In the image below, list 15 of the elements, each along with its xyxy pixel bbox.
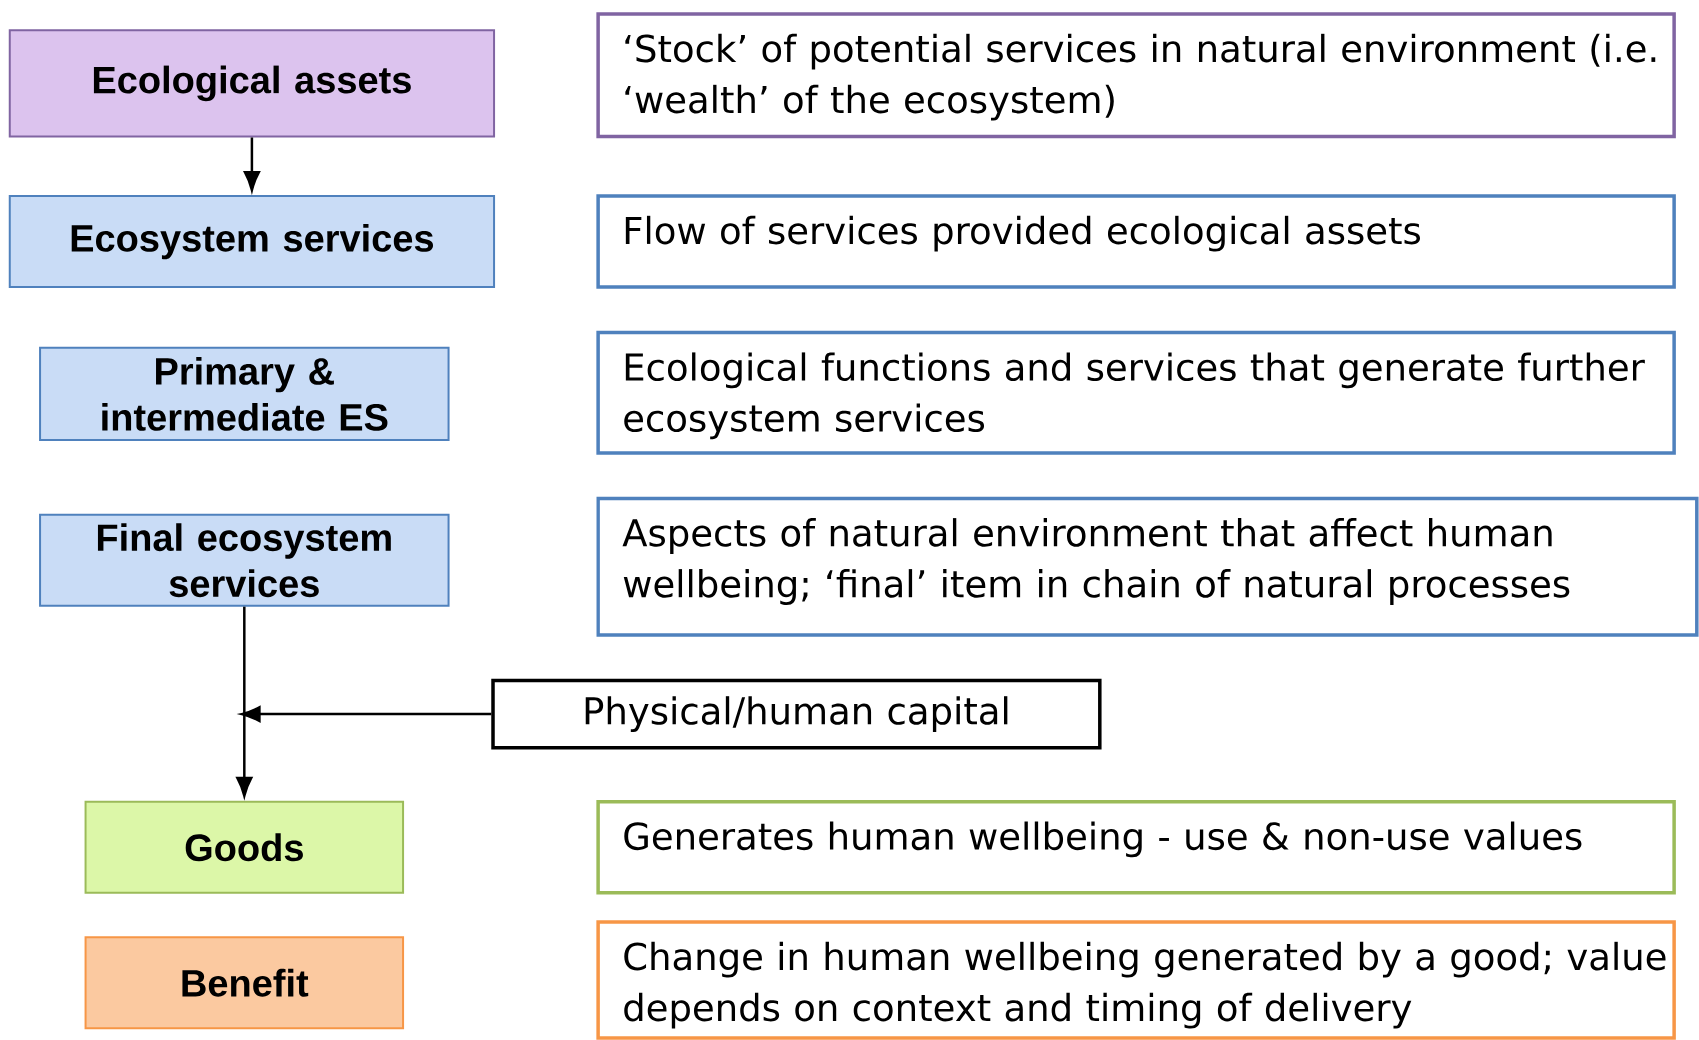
concept-box: Primary & intermediate ES <box>39 346 450 441</box>
description-box: ‘Stock’ of potential services in natural environment (i.e. ‘wealth’ of the ecosystem) <box>596 12 1676 139</box>
arrow <box>240 706 492 723</box>
description-box: Aspects of natural environment that affect human wellbeing; ‘final’ item in chain of natural processes <box>596 496 1699 637</box>
description-box: Change in human wellbeing generated by a good; value depends on context and timing of delivery <box>596 920 1676 1040</box>
arrow <box>243 137 260 192</box>
concept-box: Ecological assets <box>8 29 496 138</box>
input-box: Physical/human capital <box>491 678 1102 750</box>
concept-box: Benefit <box>84 936 405 1030</box>
concept-box: Final ecosystem services <box>39 513 450 607</box>
description-box: Flow of services provided ecological assets <box>596 194 1676 289</box>
concept-box: Goods <box>84 800 405 894</box>
description-box: Ecological functions and services that generate further ecosystem services <box>596 330 1676 455</box>
description-box: Generates human wellbeing - use & non-use values <box>596 800 1676 895</box>
concept-box: Ecosystem services <box>8 195 496 289</box>
